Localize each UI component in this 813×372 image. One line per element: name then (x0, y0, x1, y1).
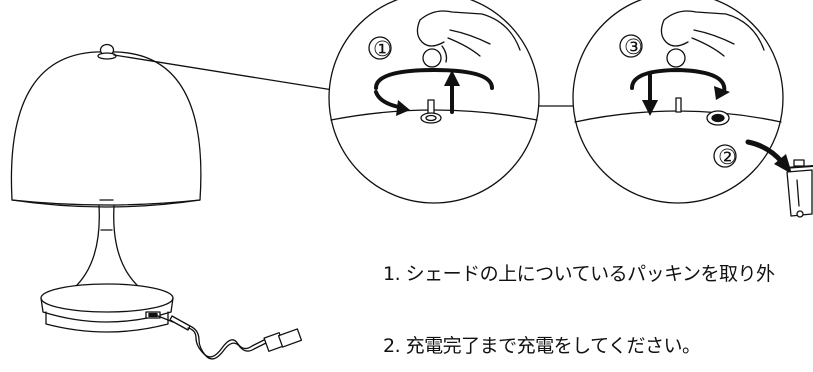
step-one-marker: ① (373, 37, 392, 61)
usb-cable-icon (157, 315, 303, 360)
detail-circle-attach-packing: ③ ② (572, 0, 784, 204)
down-arrow-icon (642, 72, 658, 116)
trash-bin-icon (783, 159, 813, 218)
lamp-illustration (10, 43, 202, 333)
step-two-marker: ② (718, 145, 737, 169)
leader-line (113, 54, 334, 91)
detail-circle-remove-packing: ① (328, 0, 540, 204)
up-arrow-icon (444, 70, 460, 114)
rotate-arrow-icon (374, 68, 494, 116)
rubber-packing-icon (422, 48, 442, 68)
step-three-marker: ③ (624, 35, 643, 59)
hand-icon (660, 10, 765, 57)
hand-icon (416, 10, 521, 63)
rotate-arrow-icon (630, 68, 730, 100)
discard-arrow-icon (745, 139, 792, 174)
instruction-step-2: 2. 充電完了まで充電をしてください。 (383, 335, 701, 357)
instruction-step-1: 1. シェードの上についているパッキンを取り外 (383, 263, 775, 285)
